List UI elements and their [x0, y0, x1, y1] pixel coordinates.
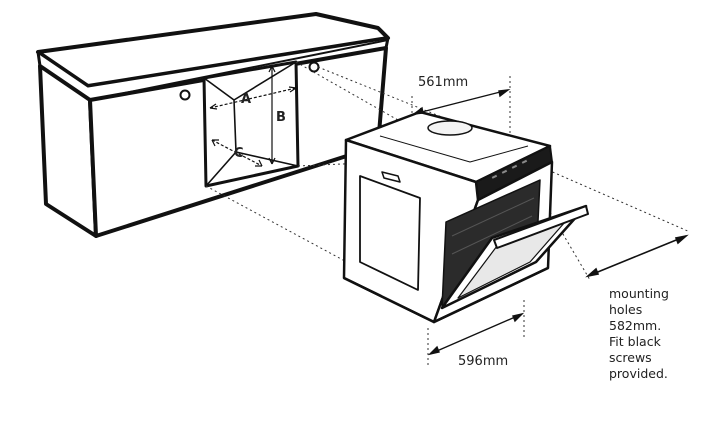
oven-side-handle-slot	[381, 171, 401, 183]
cavity-label-b: B	[276, 110, 286, 125]
mounting-note-line-5: screws	[609, 350, 652, 365]
mounting-note-line-6: provided.	[609, 366, 668, 381]
control-panel-details	[491, 159, 528, 179]
oven-door-handle	[493, 205, 589, 249]
projection-line-top	[295, 61, 413, 129]
oven-racks	[451, 197, 535, 255]
mounting-note-line-1: mounting	[609, 286, 669, 301]
mounting-note-line-2: holes	[609, 302, 642, 317]
cavity-label-c: C	[234, 146, 244, 161]
mounting-note-line-3: 582mm.	[609, 318, 661, 333]
mounting-note-line-4: Fit black	[609, 334, 662, 349]
dimension-561	[411, 89, 511, 115]
cavity-dimensions	[209, 65, 297, 167]
dimension-596	[427, 312, 525, 356]
mounting-hole-left	[179, 89, 191, 101]
cavity-back-edges	[203, 61, 299, 187]
dimension-561-label: 561mm	[418, 75, 468, 90]
oven-bottom-edge	[343, 266, 549, 324]
cabinet-top-edge	[89, 39, 389, 101]
dimension-582	[585, 234, 689, 278]
dimension-596-label: 596mm	[458, 354, 508, 369]
oven-side-panel	[359, 175, 421, 291]
oven	[342, 110, 589, 324]
cavity-label-a: A	[241, 92, 251, 107]
mounting-note: mounting holes 582mm. Fit black screws p…	[609, 286, 669, 381]
oven-top-vent	[427, 120, 473, 136]
projection-line-582	[547, 169, 691, 233]
oven-top-rim	[379, 135, 529, 163]
dim-arrow-c	[211, 139, 263, 167]
